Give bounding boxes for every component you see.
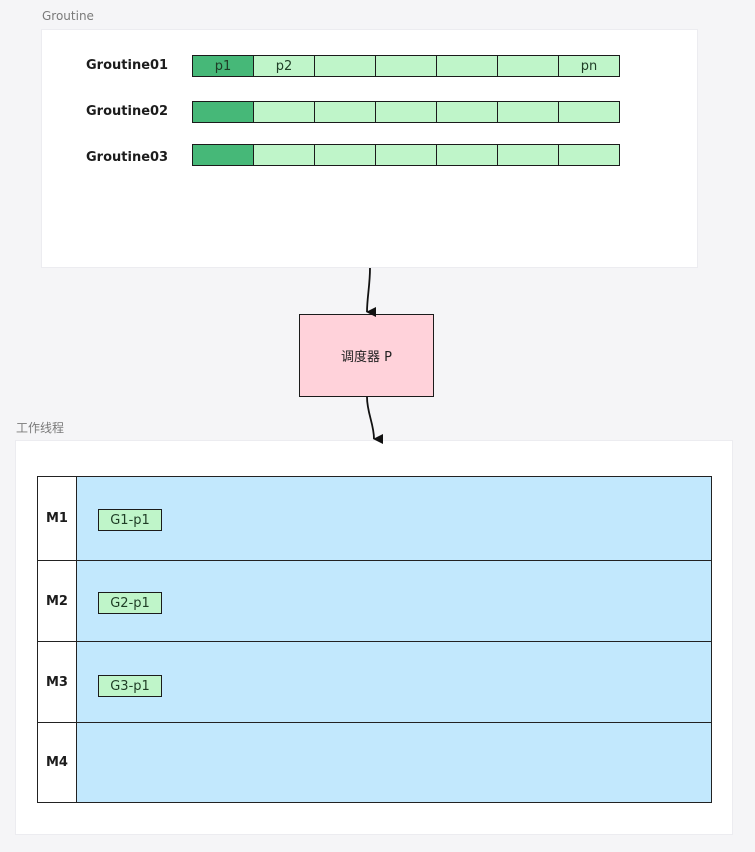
- scheduler-label: 调度器 P: [341, 350, 392, 365]
- thread-label: M2: [37, 560, 77, 642]
- task-chip: G2-p1: [98, 592, 162, 614]
- arrow-to-scheduler: [366, 267, 377, 318]
- goroutine-segment: p1: [192, 55, 254, 77]
- arrow-to-threads: [366, 396, 384, 444]
- goroutine-name: Groutine02: [86, 104, 169, 119]
- scheduler-box: 调度器 P: [299, 314, 434, 397]
- goroutine-segment: pn: [558, 55, 620, 77]
- worker-group-label: 工作线程: [16, 421, 65, 435]
- task-chip: G3-p1: [98, 675, 162, 697]
- goroutine-name: Groutine03: [86, 150, 169, 165]
- goroutine-segment: [558, 101, 620, 123]
- goroutine-name: Groutine01: [86, 58, 169, 73]
- thread-lane: [76, 641, 712, 723]
- goroutine-group-label: Groutine: [42, 9, 94, 23]
- goroutine-segment: [558, 144, 620, 166]
- thread-label: M4: [37, 722, 77, 803]
- task-chip: G1-p1: [98, 509, 162, 531]
- thread-lane: [76, 722, 712, 803]
